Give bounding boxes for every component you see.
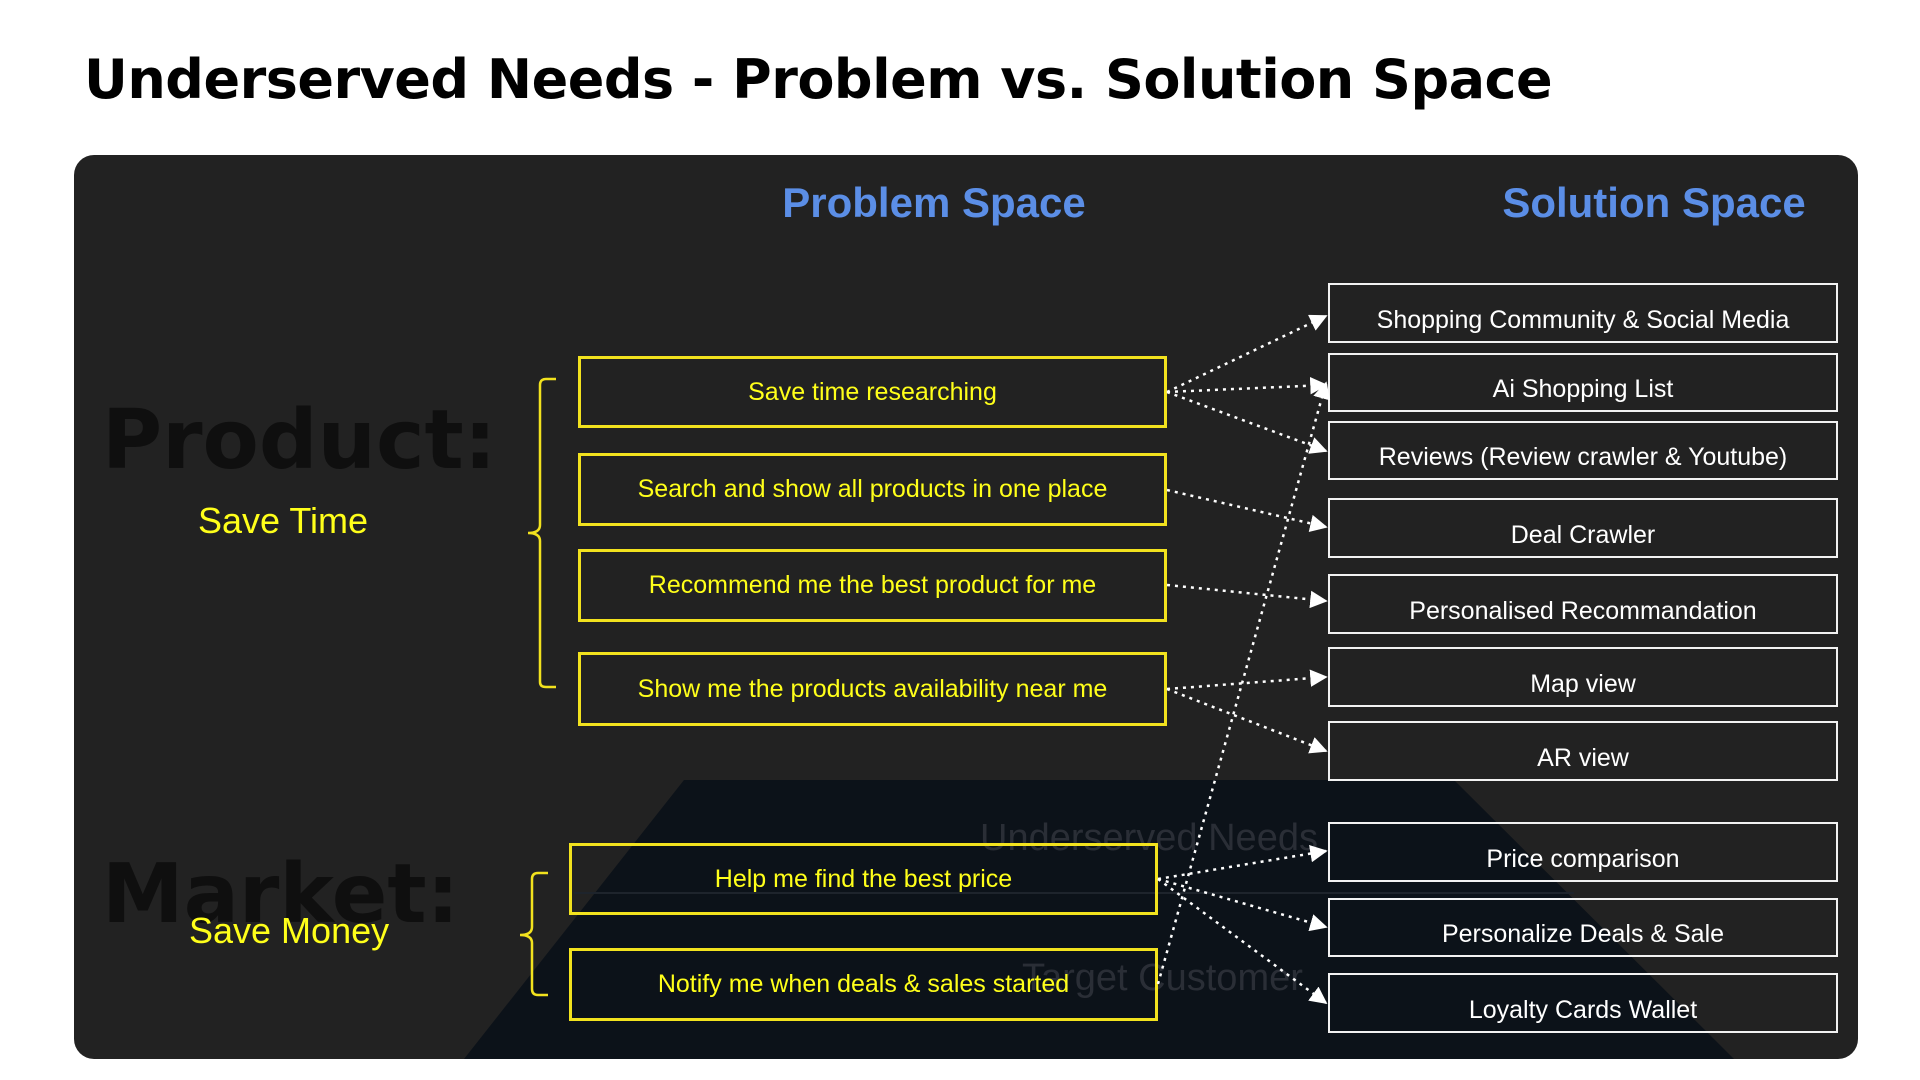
market-watermark: Market:: [102, 847, 460, 942]
problem-box-save-time-researching: Save time researching: [578, 356, 1167, 428]
problem-label: Show me the products availability near m…: [637, 674, 1108, 703]
solution-box-ar-view: AR view: [1328, 721, 1838, 781]
category-save-money: Save Money: [189, 910, 390, 951]
problem-box-recommend-best-product: Recommend me the best product for me: [578, 549, 1167, 622]
product-watermark: Product:: [102, 393, 497, 488]
pyramid-background: [464, 780, 1734, 1059]
problem-label: Recommend me the best product for me: [648, 571, 1097, 599]
solution-box-personalize-deals: Personalize Deals & Sale: [1328, 898, 1838, 957]
problem-box-notify-deals: Notify me when deals & sales started: [569, 948, 1158, 1021]
problem-box-search-all-products: Search and show all products in one plac…: [578, 453, 1167, 526]
solution-label: Loyalty Cards Wallet: [1468, 996, 1698, 1024]
solution-box-loyalty-cards: Loyalty Cards Wallet: [1328, 973, 1838, 1033]
brackets: [519, 377, 556, 997]
problem-label: Help me find the best price: [714, 864, 1013, 893]
solution-box-price-comparison: Price comparison: [1328, 822, 1838, 882]
solution-label: Map view: [1530, 670, 1636, 698]
solution-space-header: Solution Space: [1502, 179, 1806, 226]
solution-label: Deal Crawler: [1510, 521, 1656, 549]
problem-label: Save time researching: [748, 377, 997, 406]
solution-label: Personalised Recommandation: [1409, 597, 1757, 625]
category-save-time: Save Time: [198, 500, 369, 541]
solution-box-map-view: Map view: [1328, 647, 1838, 707]
problem-box-availability-near-me: Show me the products availability near m…: [578, 652, 1167, 726]
solution-label: Personalize Deals & Sale: [1441, 920, 1725, 948]
save-money-bracket: [519, 871, 548, 997]
problem-box-find-best-price: Help me find the best price: [569, 843, 1158, 915]
solution-label: Ai Shopping List: [1492, 375, 1674, 403]
problem-label: Search and show all products in one plac…: [637, 475, 1108, 503]
solution-box-reviews: Reviews (Review crawler & Youtube): [1328, 421, 1838, 480]
solution-label: AR view: [1537, 744, 1629, 772]
page-title: Underserved Needs - Problem vs. Solution…: [84, 48, 1553, 111]
solution-box-personalised-recommendation: Personalised Recommandation: [1328, 574, 1838, 634]
solution-box-ai-shopping-list: Ai Shopping List: [1328, 353, 1838, 412]
solution-label: Shopping Community & Social Media: [1376, 306, 1790, 334]
solution-box-deal-crawler: Deal Crawler: [1328, 498, 1838, 558]
diagram-panel: Product: Market: Underserved Needs Targe…: [74, 155, 1858, 1059]
solution-box-shopping-community: Shopping Community & Social Media: [1328, 283, 1838, 343]
solution-label: Reviews (Review crawler & Youtube): [1378, 443, 1788, 471]
problem-space-header: Problem Space: [782, 179, 1086, 226]
save-time-bracket: [527, 377, 556, 689]
problem-label: Notify me when deals & sales started: [657, 970, 1070, 998]
solution-label: Price comparison: [1486, 845, 1680, 873]
